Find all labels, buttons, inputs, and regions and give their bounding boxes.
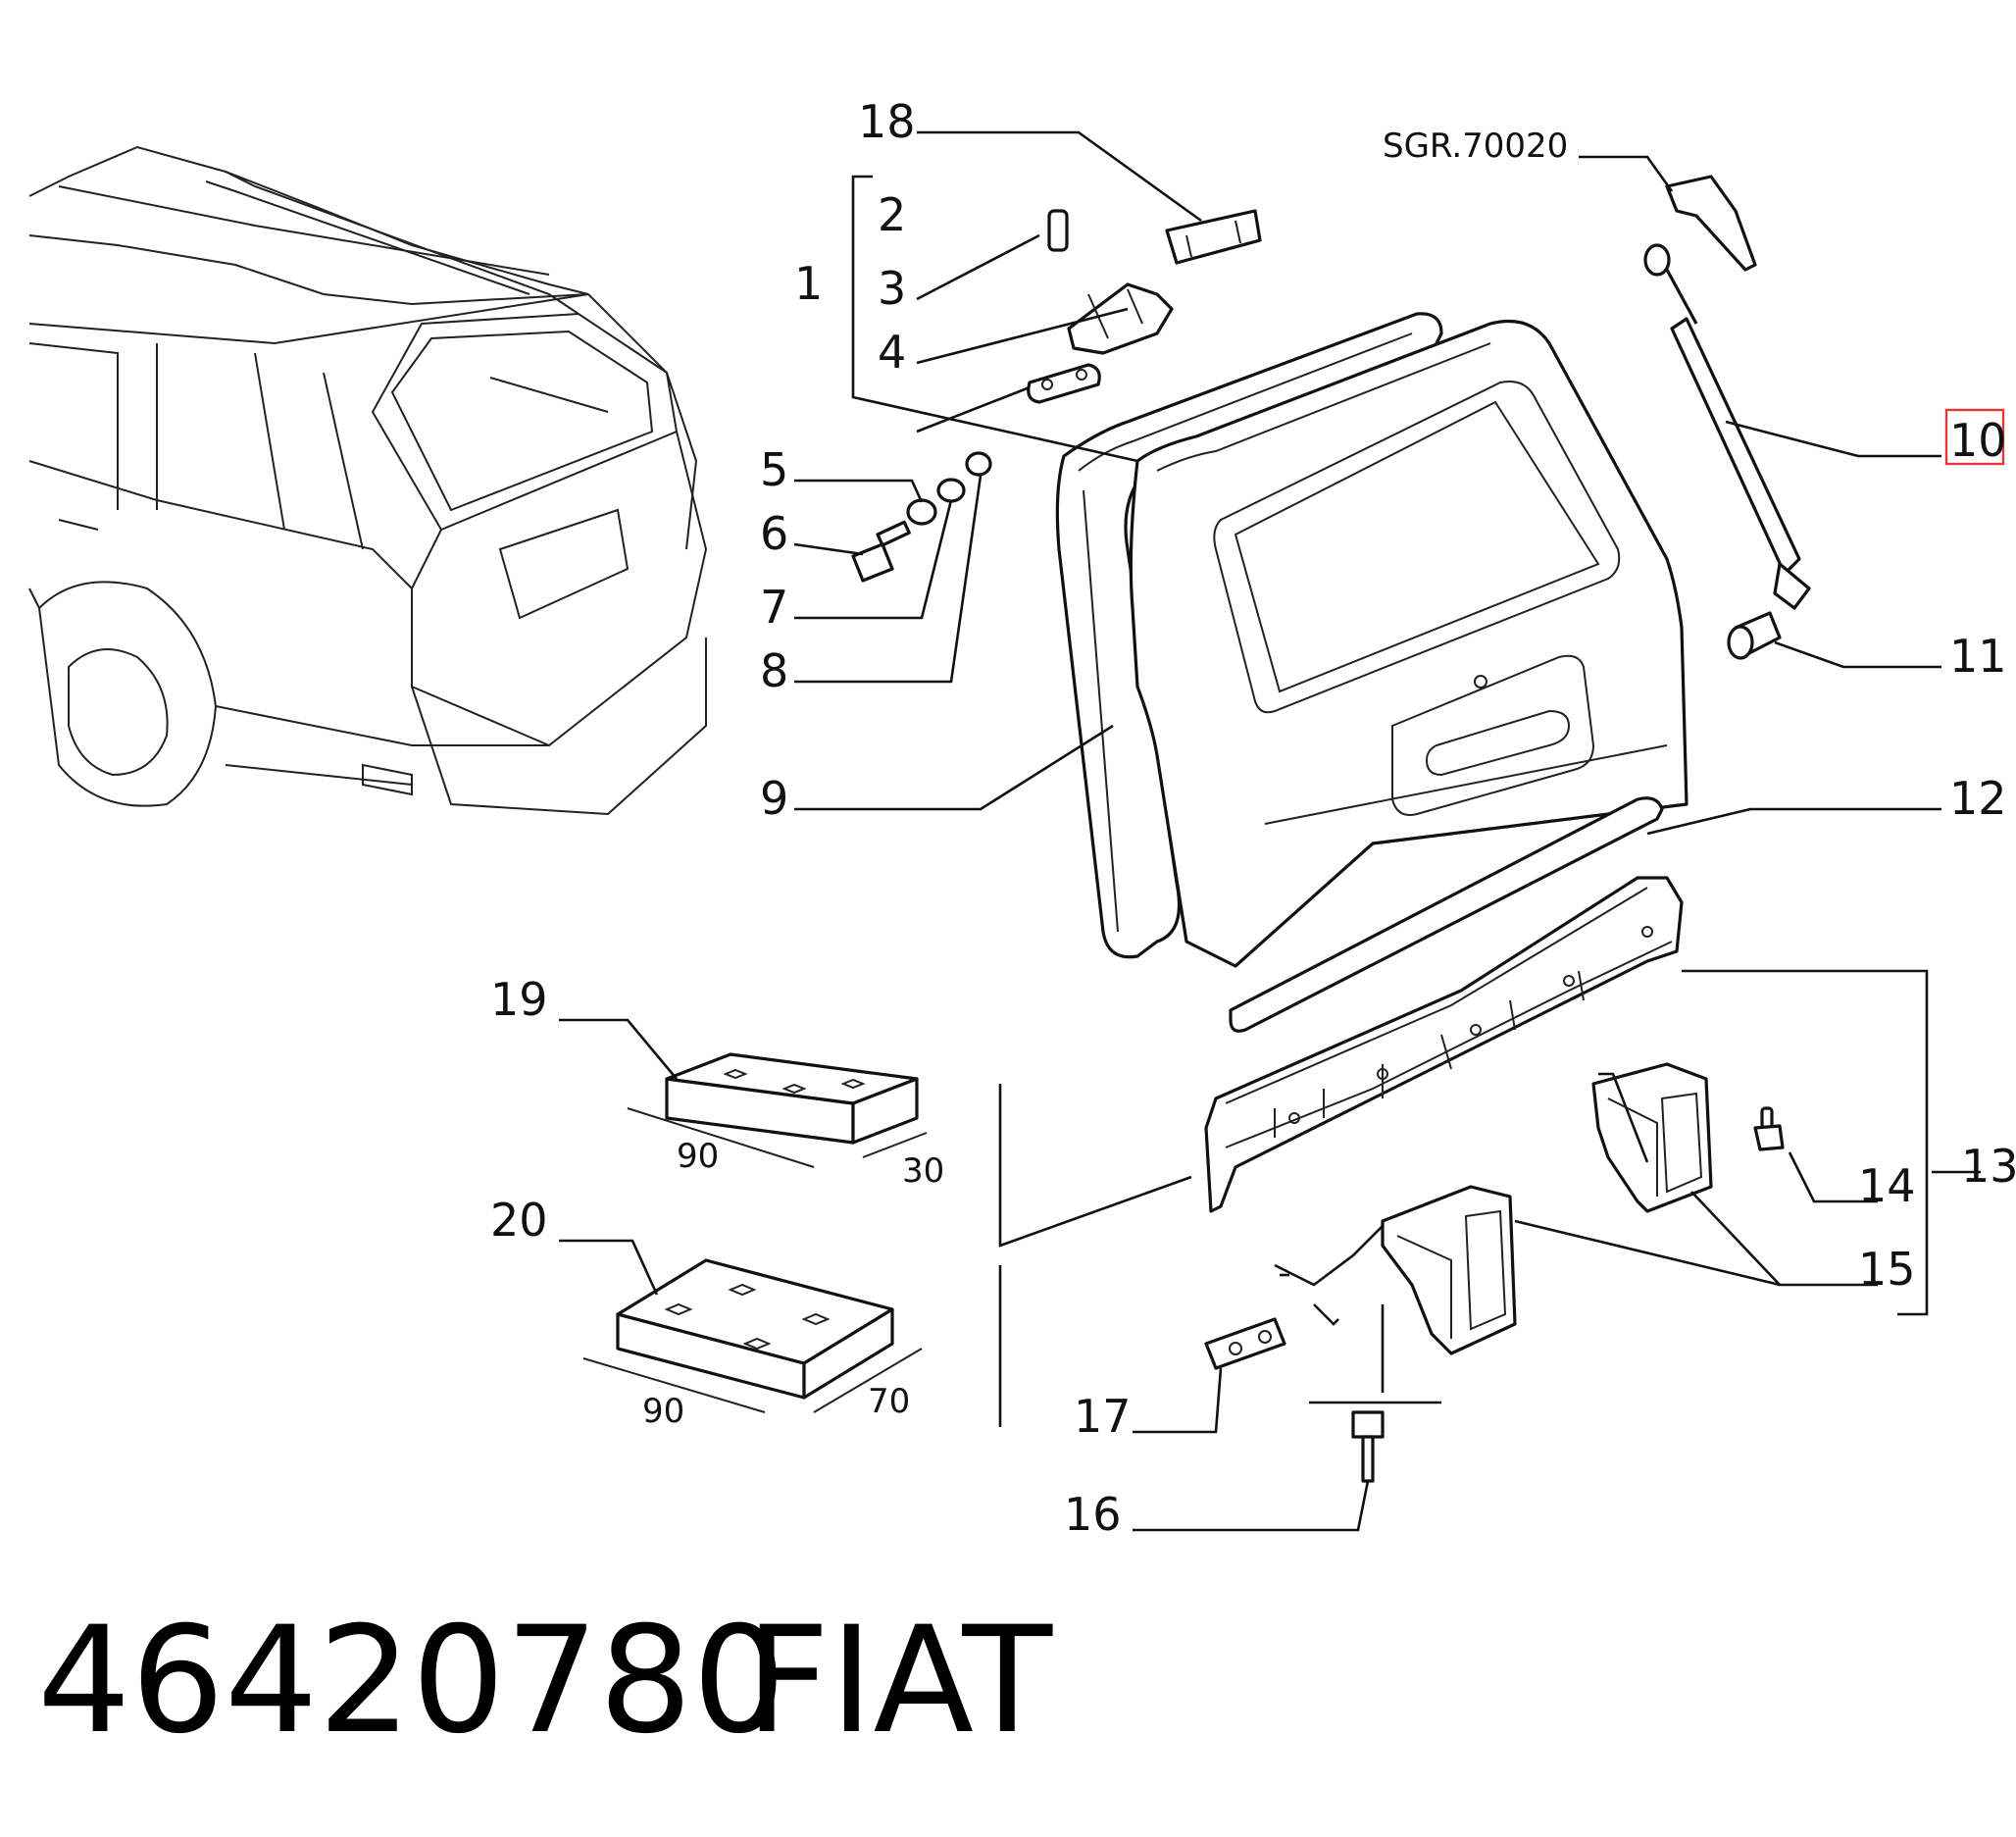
callout-11: 11	[1949, 630, 2007, 683]
callout-12: 12	[1949, 772, 2007, 825]
pad20-length: 90	[642, 1392, 684, 1431]
part-number: 46420780	[37, 1596, 785, 1766]
block-17	[1206, 1319, 1285, 1368]
callout-13: 13	[1961, 1140, 2016, 1193]
washers-bolt	[853, 453, 990, 581]
callout-18: 18	[858, 95, 916, 148]
ball-stud-11	[1729, 613, 1780, 658]
callout-7: 7	[760, 581, 788, 634]
callout-10: 10	[1949, 414, 2007, 467]
callout-6: 6	[760, 507, 788, 560]
callout-4: 4	[878, 326, 906, 379]
callout-17: 17	[1074, 1390, 1132, 1443]
callout-5: 5	[760, 443, 788, 496]
car-rear-illustration	[29, 147, 706, 814]
pad-19	[628, 1054, 927, 1167]
hinge-assembly	[1029, 211, 1172, 402]
footer: 46420780 FIAT	[37, 1596, 1053, 1766]
pad19-width: 30	[902, 1151, 944, 1191]
callout-16: 16	[1064, 1488, 1122, 1541]
callout-15: 15	[1858, 1243, 1916, 1296]
callout-2: 2	[878, 188, 906, 241]
callout-9: 9	[760, 772, 788, 825]
pad19-length: 90	[677, 1137, 719, 1176]
callout-8: 8	[760, 644, 788, 697]
screw-16	[1353, 1412, 1383, 1481]
callout-19: 19	[490, 973, 548, 1026]
screw-14	[1755, 1108, 1783, 1149]
gas-strut	[1645, 177, 1809, 608]
callout-3: 3	[878, 262, 906, 315]
ref-code-label: SGR.70020	[1383, 127, 1568, 166]
callout-14: 14	[1858, 1159, 1916, 1212]
callout-20: 20	[490, 1194, 548, 1247]
bracket-15-left	[1383, 1187, 1515, 1353]
part-18-buffer	[1167, 211, 1260, 263]
bracket-15-right	[1593, 1064, 1711, 1211]
brand-name: FIAT	[745, 1596, 1053, 1766]
pad20-width: 70	[868, 1382, 910, 1421]
callout-1: 1	[794, 257, 823, 310]
